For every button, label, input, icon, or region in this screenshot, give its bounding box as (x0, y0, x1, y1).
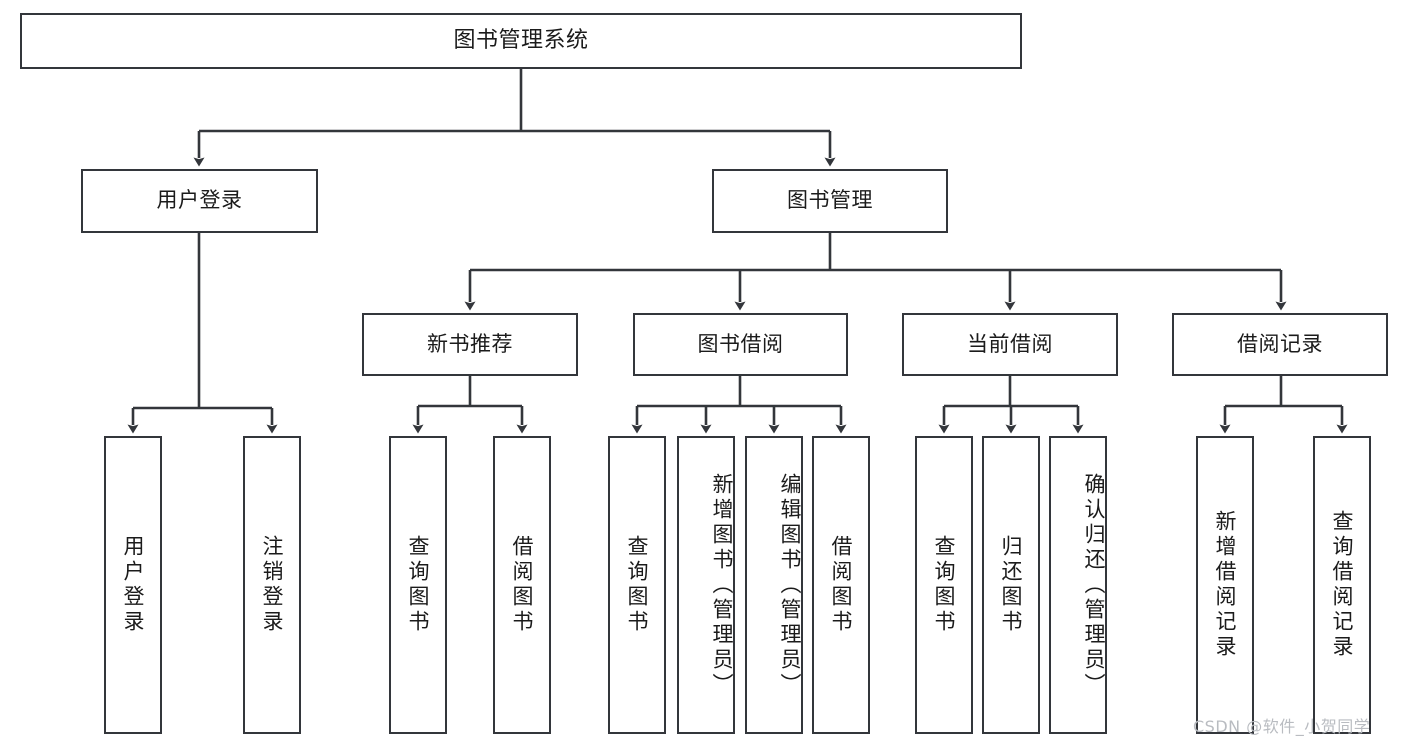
node-leaf-add-book-label: 新增图书（管理员） (710, 472, 734, 698)
node-leaf-query-book-2-label: 查询图书 (625, 535, 650, 635)
node-root[interactable]: 图书管理系统 (20, 13, 1022, 69)
node-leaf-borrow-book-2-label: 借阅图书 (829, 535, 854, 635)
node-leaf-user-login-label: 用户登录 (121, 535, 146, 635)
node-leaf-query-book-3[interactable]: 查询图书 (915, 436, 973, 734)
node-leaf-add-record-label: 新增借阅记录 (1213, 510, 1238, 660)
node-leaf-query-record-label: 查询借阅记录 (1330, 510, 1355, 660)
node-book-management-label: 图书管理 (787, 188, 873, 213)
node-leaf-add-record[interactable]: 新增借阅记录 (1196, 436, 1254, 734)
node-leaf-return-book-label: 归还图书 (999, 535, 1024, 635)
node-book-borrow-label: 图书借阅 (697, 331, 784, 356)
node-book-management[interactable]: 图书管理 (712, 169, 948, 233)
node-current-borrow[interactable]: 当前借阅 (902, 313, 1118, 376)
node-leaf-confirm-return[interactable]: 确认归还（管理员） (1049, 436, 1107, 734)
node-leaf-user-login[interactable]: 用户登录 (104, 436, 162, 734)
node-leaf-edit-book-label: 编辑图书（管理员） (778, 472, 802, 698)
node-leaf-borrow-book-2[interactable]: 借阅图书 (812, 436, 870, 734)
node-leaf-logout-login[interactable]: 注销登录 (243, 436, 301, 734)
node-leaf-confirm-return-label: 确认归还（管理员） (1082, 472, 1106, 698)
node-leaf-query-book-3-label: 查询图书 (932, 535, 957, 635)
node-leaf-return-book[interactable]: 归还图书 (982, 436, 1040, 734)
node-leaf-query-book-1-label: 查询图书 (406, 535, 431, 635)
node-new-book-recommend[interactable]: 新书推荐 (362, 313, 578, 376)
node-borrow-record[interactable]: 借阅记录 (1172, 313, 1388, 376)
node-current-borrow-label: 当前借阅 (967, 331, 1053, 356)
node-user-login[interactable]: 用户登录 (81, 169, 318, 233)
node-leaf-add-book[interactable]: 新增图书（管理员） (677, 436, 735, 734)
node-book-borrow[interactable]: 图书借阅 (633, 313, 848, 376)
node-user-login-label: 用户登录 (156, 188, 243, 213)
node-new-book-recommend-label: 新书推荐 (427, 331, 513, 356)
node-leaf-query-record[interactable]: 查询借阅记录 (1313, 436, 1371, 734)
node-root-label: 图书管理系统 (453, 27, 589, 53)
node-borrow-record-label: 借阅记录 (1237, 331, 1323, 356)
node-leaf-borrow-book-1-label: 借阅图书 (510, 535, 535, 635)
watermark: CSDN @软件_小贺同学 (1193, 717, 1371, 736)
node-leaf-query-book-1[interactable]: 查询图书 (389, 436, 447, 734)
node-leaf-edit-book[interactable]: 编辑图书（管理员） (745, 436, 803, 734)
node-leaf-logout-login-label: 注销登录 (260, 535, 285, 635)
node-leaf-query-book-2[interactable]: 查询图书 (608, 436, 666, 734)
node-leaf-borrow-book-1[interactable]: 借阅图书 (493, 436, 551, 734)
